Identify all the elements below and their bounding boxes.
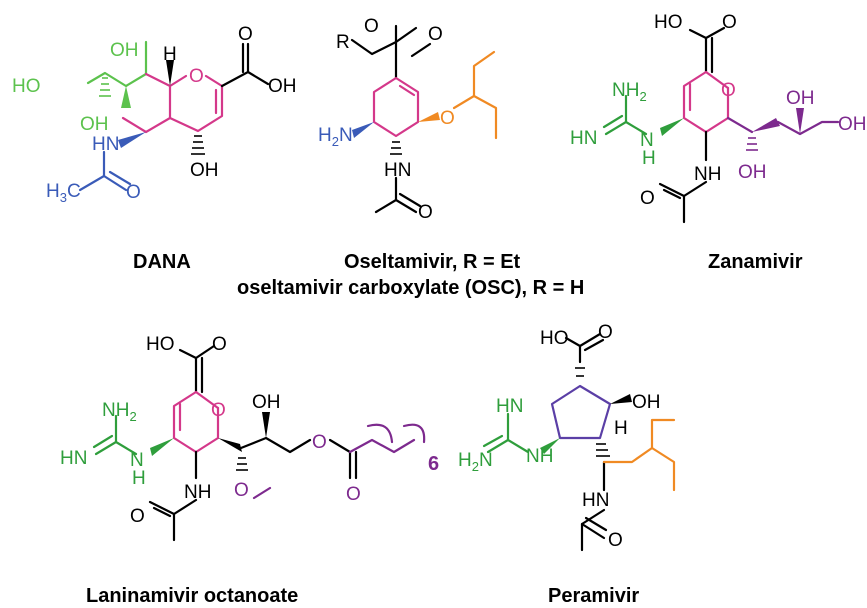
zanamivir-caption: Zanamivir [708,251,803,273]
ester-oxygen-label: O [364,16,379,37]
acetyl-oxygen-label: O [608,530,623,551]
hn-label: HN [384,160,411,181]
h2n-label: H2N [458,450,493,474]
acetyl-oxygen-label: O [130,506,145,527]
oh-label: OH [190,160,219,181]
hn-label: HN [92,134,119,155]
h-label: H [614,418,628,439]
carbonyl-oxygen-label: O [598,322,613,343]
ester-oxygen-label: O [312,432,327,453]
hn-label: HN [60,448,87,469]
oh-label: OH [738,162,767,183]
osc-caption: oseltamivir carboxylate (OSC), R = H [237,277,584,299]
nh-label: NH [526,446,553,467]
h-label: H [132,468,146,489]
methoxy-oxygen-label: O [234,480,249,501]
ring-oxygen-label: O [721,80,736,101]
n-label: N [130,450,144,471]
nh-label: NH [694,164,721,185]
zanamivir-structure: HO O O NH2 HN N H NH O OH OH OH Zanamivi… [570,12,867,273]
carbonyl-oxygen-label: O [722,12,737,33]
ether-oxygen-label: O [440,108,455,129]
oh-label: OH [80,114,109,135]
oh-label: OH [786,88,815,109]
h2n-label: H2N [318,125,353,149]
carbonyl-oxygen-label: O [212,334,227,355]
acetyl-oxygen-label: O [640,188,655,209]
h-label: H [163,44,177,65]
oh-label: OH [268,76,297,97]
nh-label: NH [184,482,211,503]
hn-label: HN [582,490,609,511]
ho-label: HO [654,12,683,33]
acetyl-oxygen-label: O [418,202,433,223]
oh-label: OH [110,40,139,61]
ring-oxygen-label: O [211,400,226,421]
acetyl-oxygen-label: O [126,182,141,203]
r-label: R [336,32,350,53]
oh-label: OH [252,392,281,413]
nh2-label: NH2 [102,400,137,424]
carbonyl-oxygen-label: O [428,24,443,45]
peramivir-structure: HO O OH H HN NH H2N HN O Peramivir [458,322,676,607]
hn-label: HN [496,396,523,417]
oseltamivir-caption: Oseltamivir, R = Et [344,251,521,273]
ho-label: HO [12,76,41,97]
laninamivir-caption: Laninamivir octanoate [86,585,298,607]
laninamivir-structure: HO O O NH2 HN N H NH O OH O O O 6 Lanina… [60,334,439,607]
h-label: H [642,148,656,169]
nh2-label: NH2 [612,80,647,104]
oh-label: OH [838,114,867,135]
n-label: N [640,130,654,151]
ring-oxygen-label: O [189,66,204,87]
oh-label: OH [632,392,661,413]
ho-label: HO [540,328,569,349]
oseltamivir-structure: R O O H2N O HN O Oseltamivir, R = Et ose… [237,16,584,299]
carbonyl-oxygen-label: O [346,484,361,505]
dana-caption: DANA [133,251,191,273]
ho-label: HO [146,334,175,355]
hn-label: HN [570,128,597,149]
peramivir-caption: Peramivir [548,585,639,607]
h3c-label: H3C [46,181,81,205]
repeat-count-label: 6 [428,453,439,475]
dana-structure: HO OH OH H O O OH OH HN H3C O DANA [12,24,297,273]
carbonyl-oxygen-label: O [238,24,253,45]
